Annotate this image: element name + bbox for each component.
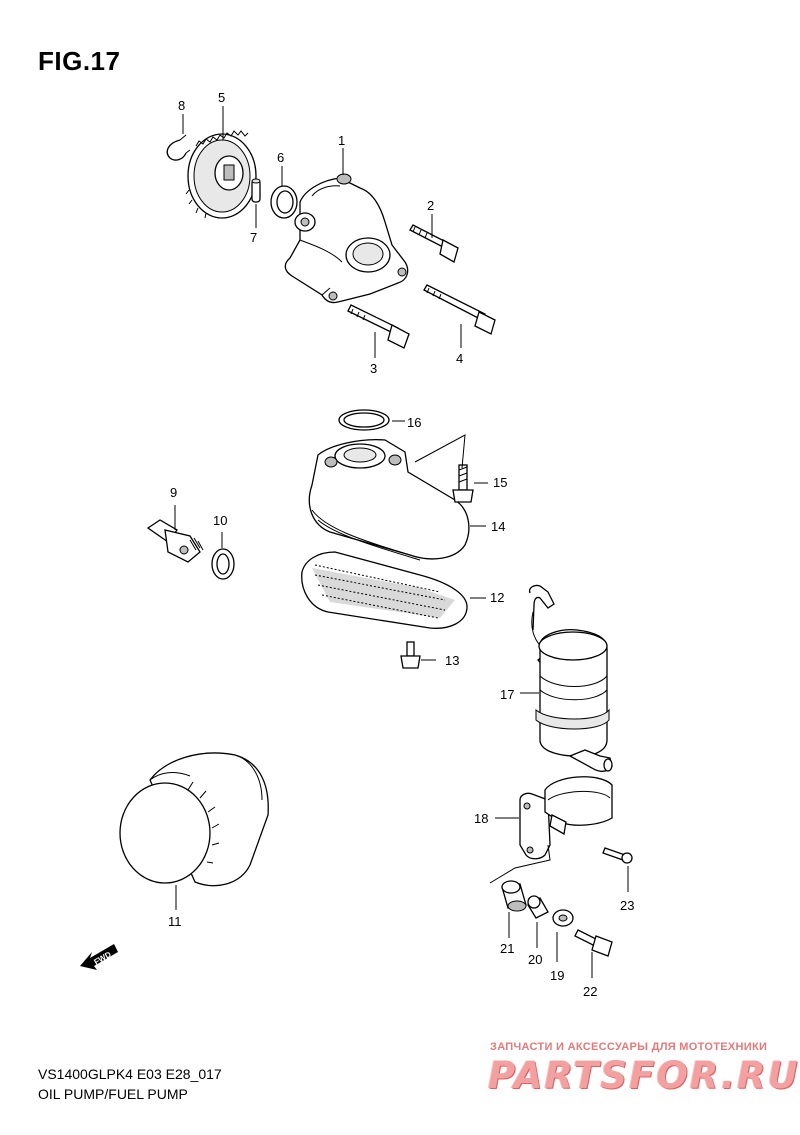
part-oil-strainer-cover <box>308 439 486 561</box>
part-spacer <box>527 895 549 948</box>
part-bolt-4 <box>423 284 496 335</box>
part-o-ring-10 <box>211 532 235 580</box>
callout-20: 20 <box>528 952 542 967</box>
part-bracket <box>489 776 613 884</box>
part-o-ring-6 <box>270 185 298 219</box>
callout-21: 21 <box>500 941 514 956</box>
figure-title: FIG.17 <box>38 46 121 76</box>
part-strainer <box>301 551 486 629</box>
watermark-logo: PARTSFOR.RU <box>488 1054 800 1097</box>
callout-10: 10 <box>213 513 227 528</box>
callout-17: 17 <box>500 687 514 702</box>
callout-8: 8 <box>178 98 185 113</box>
callout-18: 18 <box>474 811 488 826</box>
part-bolt-2 <box>409 224 459 263</box>
callout-12: 12 <box>490 590 504 605</box>
part-oil-filter <box>119 752 269 910</box>
part-washer <box>552 909 574 962</box>
callout-7: 7 <box>250 230 257 245</box>
part-bolt-22 <box>574 929 613 978</box>
watermark-tagline: ЗАПЧАСТИ И АКСЕССУАРЫ ДЛЯ МОТОТЕХНИКИ <box>490 1041 768 1053</box>
callout-3: 3 <box>370 361 377 376</box>
leader-lines-top <box>182 106 462 358</box>
part-oil-pump-gear <box>185 130 257 219</box>
part-circlip <box>166 134 191 161</box>
callout-16: 16 <box>407 415 421 430</box>
callout-23: 23 <box>620 898 634 913</box>
part-union <box>146 505 204 563</box>
part-bolt-15 <box>414 434 488 503</box>
callout-1: 1 <box>338 133 345 148</box>
callout-11: 11 <box>168 914 182 929</box>
callout-15: 15 <box>493 475 507 490</box>
model-code: VS1400GLPK4 E03 E28_017 <box>38 1066 222 1082</box>
callout-4: 4 <box>456 351 463 366</box>
group-name: OIL PUMP/FUEL PUMP <box>38 1086 188 1102</box>
part-pin <box>251 178 261 203</box>
part-cushion <box>501 880 527 938</box>
part-fuel-pump <box>520 584 613 772</box>
callout-6: 6 <box>277 150 284 165</box>
callout-13: 13 <box>445 653 459 668</box>
part-bolt-3 <box>347 304 410 349</box>
callout-22: 22 <box>583 984 597 999</box>
part-screw <box>602 847 633 892</box>
callout-19: 19 <box>550 968 564 983</box>
callout-9: 9 <box>170 485 177 500</box>
callout-5: 5 <box>218 90 225 105</box>
callout-labels: 1 2 3 4 5 6 7 8 9 10 11 12 13 14 15 16 1… <box>168 90 634 999</box>
part-o-ring-16 <box>338 409 405 431</box>
part-bolt-13 <box>400 641 436 669</box>
callout-14: 14 <box>491 519 505 534</box>
part-oil-pump-housing <box>284 173 409 304</box>
callout-2: 2 <box>427 198 434 213</box>
fwd-arrow-icon: FWD <box>80 944 118 970</box>
